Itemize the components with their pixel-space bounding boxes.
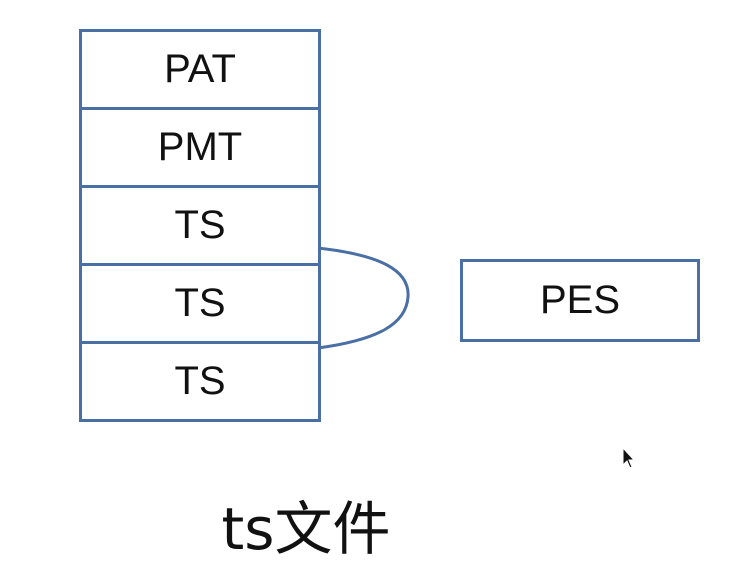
mouse-pointer-icon [622, 447, 636, 469]
pes-box: PES [460, 259, 700, 342]
stack-item-label: TS [174, 281, 226, 325]
stack-item-ts-2: TS [82, 266, 318, 344]
stack-item-label: PMT [157, 125, 243, 169]
ts-file-stack: PAT PMT TS TS TS [79, 29, 321, 422]
stack-item-pmt: PMT [82, 110, 318, 188]
stack-item-pat: PAT [82, 32, 318, 110]
stack-item-label: TS [174, 203, 226, 247]
stack-item-ts-3: TS [82, 344, 318, 419]
stack-item-label: TS [174, 359, 226, 403]
diagram-caption: ts文件 [221, 495, 391, 563]
brace-curve [317, 246, 410, 350]
stack-item-label: PAT [164, 47, 236, 91]
pes-label: PES [539, 278, 621, 322]
stack-item-ts-1: TS [82, 188, 318, 266]
